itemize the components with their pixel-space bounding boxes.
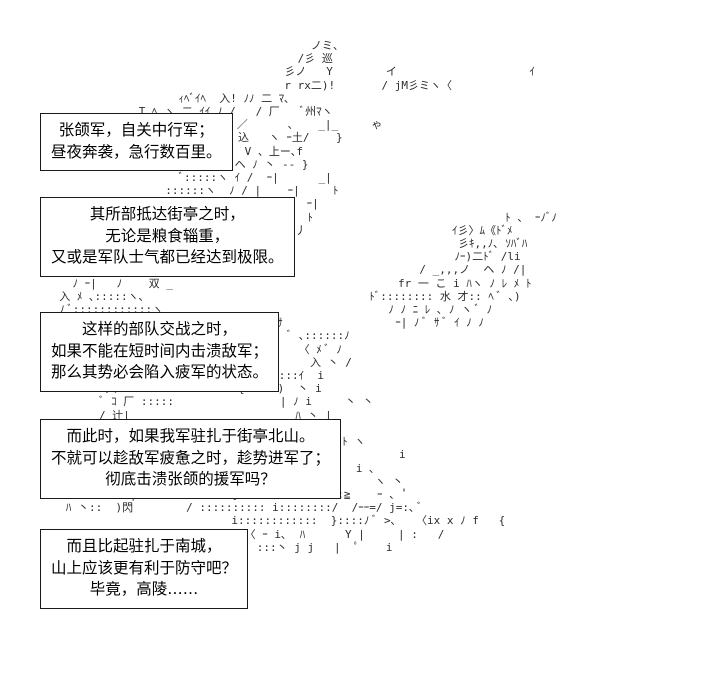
dialog-line: 而此时，如果我军驻扎于街亭北山。 (66, 427, 315, 445)
dialog-box-5: 而且比起驻扎于南城， 山上应该更有利于防守吧？ 毕竟，高陵…… (40, 529, 249, 609)
dialog-line: 毕竟，高陵…… (89, 580, 199, 598)
dialog-line: 不就可以趁敌军疲惫之时，趁势进军了； (51, 448, 331, 467)
dialog-box-4: 而此时，如果我军驻扎于街亭北山。 不就可以趁敌军疲惫之时，趁势进军了； 彻底击溃… (40, 419, 342, 499)
dialog-line: 昼夜奔袭，急行数百里。 (51, 142, 222, 161)
dialog-line: 山上应该更有利于防守吧？ (51, 558, 238, 577)
dialog-line: 这样的部队交战之时， (82, 320, 238, 338)
dialog-line: 其所部抵达街亭之时， (89, 205, 245, 223)
dialog-line: 又或是军队士气都已经达到极限。 (51, 248, 284, 266)
dialog-box-1: 张颌军，自关中行军； 昼夜奔袭，急行数百里。 (40, 113, 233, 171)
dialog-line: 那么其势必会陷入疲军的状态。 (51, 363, 269, 381)
dialog-line: 张颌军，自关中行军； (58, 121, 214, 139)
dialog-box-2: 其所部抵达街亭之时， 无论是粮食辎重， 又或是军队士气都已经达到极限。 (40, 197, 295, 277)
dialog-line: 如果不能在短时间内击溃敌军； (51, 341, 269, 360)
dialog-line: 而且比起驻扎于南城， (66, 537, 222, 555)
dialog-box-3: 这样的部队交战之时， 如果不能在短时间内击溃敌军； 那么其势必会陷入疲军的状态。 (40, 312, 280, 392)
dialog-line: 彻底击溃张颌的援军吗？ (105, 470, 276, 488)
dialog-line: 无论是粮食辎重， (105, 226, 230, 245)
